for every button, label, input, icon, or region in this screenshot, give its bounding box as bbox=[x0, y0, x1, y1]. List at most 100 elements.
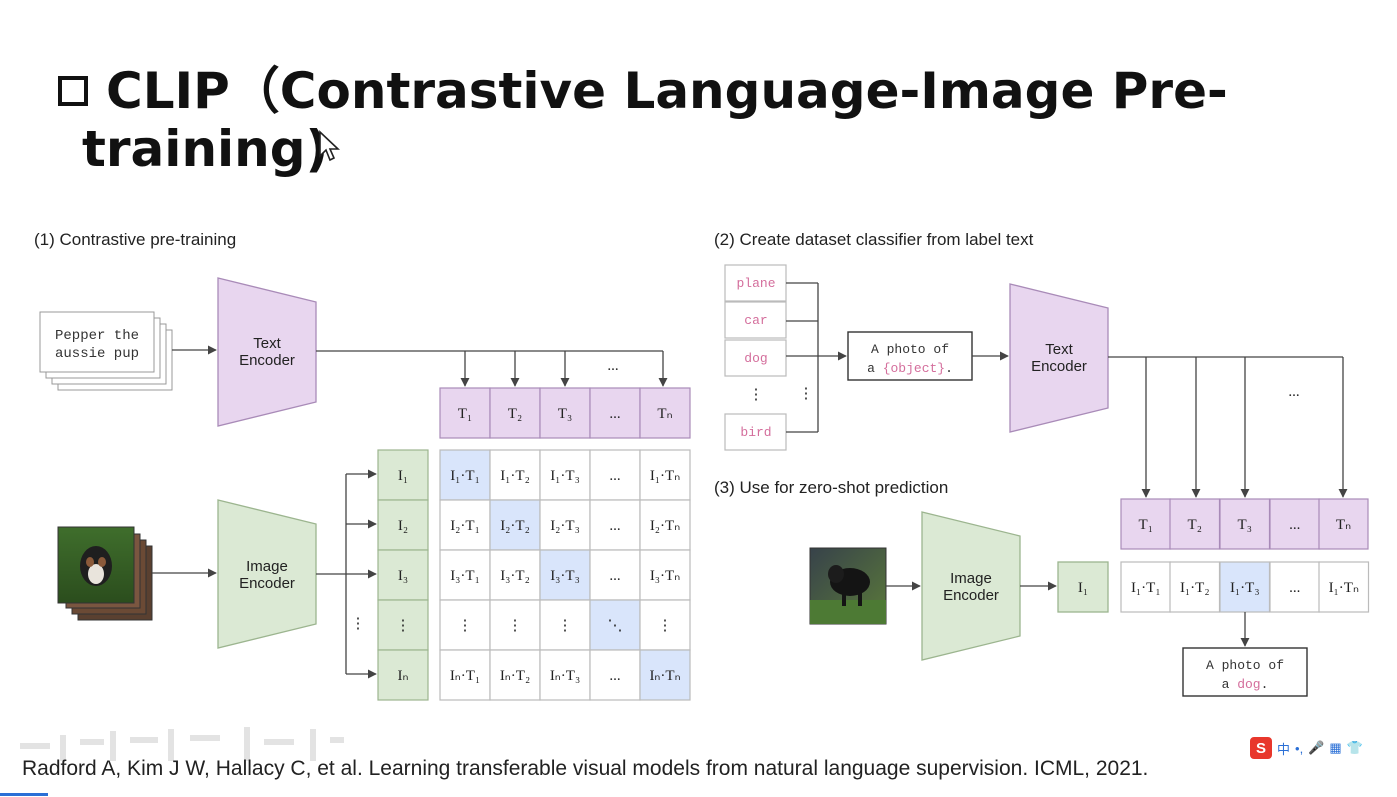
caption-card-stack: Pepper the aussie pup bbox=[39, 311, 173, 391]
score-cell-5-label: I₁·Tₙ bbox=[1329, 580, 1359, 596]
checkbox-bullet-icon bbox=[58, 76, 88, 106]
prediction-line-1: A photo of bbox=[1206, 658, 1284, 673]
matrix-cell-4-3: ⋮ bbox=[539, 599, 591, 651]
matrix-cell-1-2: I₁·T₂ bbox=[489, 449, 541, 501]
matrix-cell-5-3: Iₙ·T₃ bbox=[539, 649, 591, 701]
matrix-cell-4-2: ⋮ bbox=[489, 599, 541, 651]
matrix-cell-1-3-label: I₁·T₃ bbox=[550, 468, 580, 484]
class-label-text: dog bbox=[744, 351, 767, 366]
text-encoder-2-label-1: Text bbox=[1045, 341, 1073, 358]
zero-shot-i1-cell: I₁ bbox=[1057, 561, 1109, 613]
ime-chinese-toggle[interactable]: 中 bbox=[1277, 741, 1291, 757]
t2-header-cell-3: T₃ bbox=[1219, 498, 1271, 550]
caption-line-1: Pepper the bbox=[55, 328, 139, 344]
sogou-logo-icon[interactable]: S bbox=[1250, 737, 1272, 759]
prediction-line-2: a dog. bbox=[1222, 677, 1269, 692]
image-encoder-1: Image Encoder bbox=[217, 499, 317, 649]
t2-header-cell-5-label: Tₙ bbox=[1336, 517, 1351, 533]
zero-shot-dog-photo bbox=[809, 547, 887, 625]
i-column-cell-2-label: I₂ bbox=[398, 518, 408, 534]
matrix-cell-5-2: Iₙ·T₂ bbox=[489, 649, 541, 701]
matrix-cell-5-2-label: Iₙ·T₂ bbox=[500, 668, 530, 684]
ime-toolbar[interactable]: S 中 •, 🎤 ▦ 👕 bbox=[1250, 735, 1397, 761]
section-label-zero-shot: (3) Use for zero-shot prediction bbox=[714, 478, 949, 497]
i-column-cell-1-label: I₁ bbox=[398, 468, 408, 484]
t-header-cell-4-label: ... bbox=[609, 406, 620, 422]
section-label-contrastive: (1) Contrastive pre-training bbox=[34, 230, 237, 249]
t-header-cell-3-label: T₃ bbox=[558, 406, 572, 422]
matrix-cell-4-1: ⋮ bbox=[439, 599, 491, 651]
text-encoder-2: Text Encoder bbox=[1009, 283, 1109, 433]
matrix-cell-3-1: I₃·T₁ bbox=[439, 549, 491, 601]
matrix-cell-4-4-label: ⋱ bbox=[608, 618, 623, 634]
t-header-cell-3: T₃ bbox=[539, 387, 591, 439]
ime-keyboard-icon[interactable]: ▦ bbox=[1329, 740, 1342, 755]
t-header-cell-2-label: T₂ bbox=[508, 406, 522, 422]
score-cell-5: I₁·Tₙ bbox=[1318, 561, 1370, 613]
class-label-text: bird bbox=[740, 425, 771, 440]
title-line-1: CLIP（Contrastive Language-Image Pre- bbox=[106, 62, 1228, 120]
title-line-2: training) bbox=[82, 120, 329, 178]
matrix-cell-4-5: ⋮ bbox=[639, 599, 691, 651]
t2-header-cell-2-label: T₂ bbox=[1188, 517, 1202, 533]
t-header-cell-5: Tₙ bbox=[639, 387, 691, 439]
prompt-template-line-2: a {object}. bbox=[867, 361, 953, 376]
matrix-cell-2-1-label: I₂·T₁ bbox=[450, 518, 480, 534]
matrix-cell-3-3: I₃·T₃ bbox=[539, 549, 591, 601]
dog-photo-stack bbox=[57, 526, 153, 621]
matrix-cell-5-4: ... bbox=[589, 649, 641, 701]
class-label-5: bird bbox=[724, 413, 787, 451]
class-label-dots: ⋮ bbox=[749, 387, 764, 403]
matrix-cell-4-5-label: ⋮ bbox=[658, 618, 673, 634]
class-label-2: car bbox=[724, 301, 787, 339]
label-side-dots: ⋮ bbox=[799, 386, 814, 402]
i-column-cell-4-label: ⋮ bbox=[396, 618, 411, 634]
image-encoder-2: Image Encoder bbox=[921, 511, 1021, 661]
image-encoder-1-label-1: Image bbox=[246, 558, 288, 575]
i-column-cell-1: I₁ bbox=[377, 449, 429, 501]
matrix-cell-2-4-label: ... bbox=[609, 518, 620, 534]
t-header-cell-1: T₁ bbox=[439, 387, 491, 439]
zero-shot-i1-label: I₁ bbox=[1078, 580, 1088, 596]
matrix-cell-5-5: Iₙ·Tₙ bbox=[639, 649, 691, 701]
ime-microphone-icon[interactable]: 🎤 bbox=[1308, 740, 1325, 755]
text-encoder-1-label-2: Encoder bbox=[239, 352, 295, 369]
matrix-cell-5-3-label: Iₙ·T₃ bbox=[550, 668, 580, 684]
t-dots-label: ... bbox=[607, 358, 618, 374]
class-label-1: plane bbox=[724, 264, 787, 302]
matrix-cell-5-5-label: Iₙ·Tₙ bbox=[649, 668, 680, 684]
score-cell-3-label: I₁·T₃ bbox=[1230, 580, 1260, 596]
i-column-cell-3-label: I₃ bbox=[398, 568, 408, 584]
matrix-cell-3-4: ... bbox=[589, 549, 641, 601]
t-header-cell-1-label: T₁ bbox=[458, 406, 472, 422]
matrix-cell-4-3-label: ⋮ bbox=[558, 618, 573, 634]
matrix-cell-2-3-label: I₂·T₃ bbox=[550, 518, 580, 534]
matrix-cell-3-3-label: I₃·T₃ bbox=[550, 568, 580, 584]
matrix-cell-3-5-label: I₃·Tₙ bbox=[650, 568, 680, 584]
score-cell-2: I₁·T₂ bbox=[1169, 561, 1221, 613]
ime-skin-icon[interactable]: 👕 bbox=[1346, 740, 1363, 755]
text-encoder-2-label-2: Encoder bbox=[1031, 358, 1087, 375]
matrix-cell-4-2-label: ⋮ bbox=[508, 618, 523, 634]
matrix-cell-1-4: ... bbox=[589, 449, 641, 501]
matrix-cell-1-4-label: ... bbox=[609, 468, 620, 484]
matrix-cell-2-3: I₂·T₃ bbox=[539, 499, 591, 551]
i-column-cell-5: Iₙ bbox=[377, 649, 429, 701]
matrix-cell-1-3: I₁·T₃ bbox=[539, 449, 591, 501]
matrix-cell-5-1: Iₙ·T₁ bbox=[439, 649, 491, 701]
t2-header-cell-1: T₁ bbox=[1120, 498, 1172, 550]
i-column-cell-3: I₃ bbox=[377, 549, 429, 601]
matrix-cell-3-4-label: ... bbox=[609, 568, 620, 584]
t2-header-cell-4: ... bbox=[1269, 498, 1321, 550]
class-label-text: car bbox=[744, 313, 767, 328]
t2-dots-label: ... bbox=[1288, 384, 1299, 400]
slide-title: CLIP（Contrastive Language-Image Pre- tra… bbox=[58, 62, 1308, 178]
score-cell-1-label: I₁·T₁ bbox=[1131, 580, 1161, 596]
score-cell-1: I₁·T₁ bbox=[1120, 561, 1172, 613]
t2-header-cell-2: T₂ bbox=[1169, 498, 1221, 550]
mouse-cursor-icon bbox=[319, 130, 341, 162]
image-encoder-2-label-1: Image bbox=[950, 570, 992, 587]
t2-header-cell-5: Tₙ bbox=[1318, 498, 1369, 550]
ime-punctuation-icon[interactable]: •, bbox=[1295, 740, 1304, 756]
